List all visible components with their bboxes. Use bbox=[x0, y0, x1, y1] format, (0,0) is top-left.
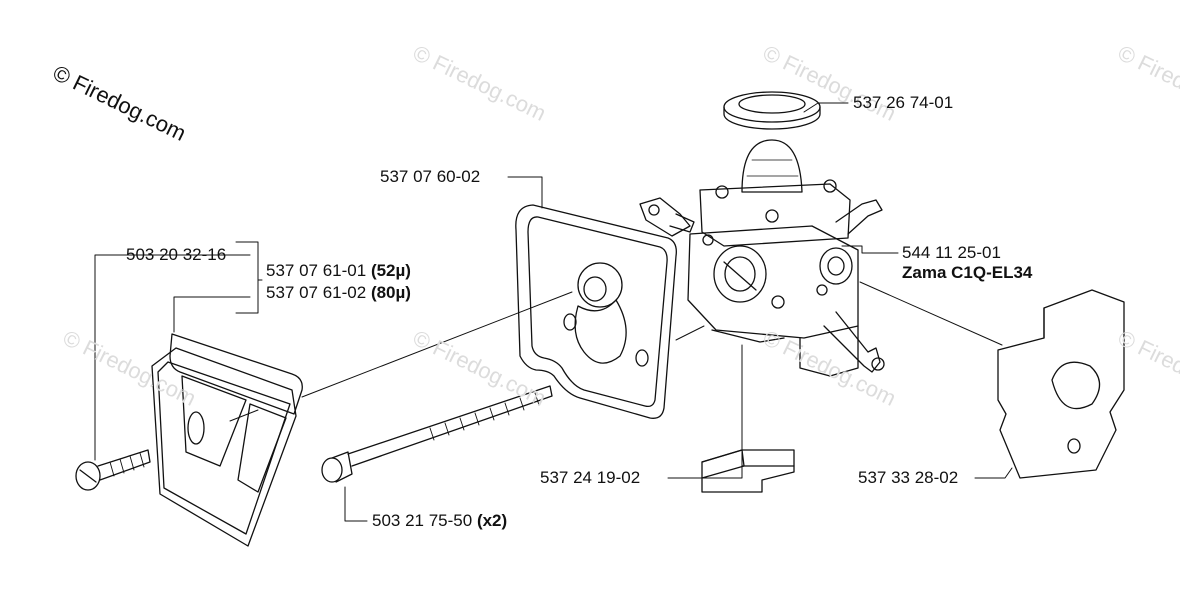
bolt-part bbox=[321, 385, 553, 483]
carburetor-part bbox=[639, 139, 885, 377]
bolt-qty: (x2) bbox=[476, 511, 508, 530]
part-label-filter-b: 537 07 61-02 (80µ) bbox=[266, 283, 411, 303]
filter-a-spec: (52µ) bbox=[370, 261, 411, 280]
spacer-block-part bbox=[701, 449, 795, 493]
part-label-seal-ring: 537 26 74-01 bbox=[853, 93, 954, 112]
part-label-bolt: 503 21 75-50 (x2) bbox=[372, 511, 507, 531]
leader-lines bbox=[94, 102, 1013, 522]
filter-a-number: 537 07 61-01 bbox=[266, 261, 367, 280]
part-label-gasket: 537 07 60-02 bbox=[380, 167, 481, 186]
part-label-carburetor-model: Zama C1Q-EL34 bbox=[902, 263, 1033, 282]
filter-cover-part bbox=[151, 333, 303, 547]
bolt-number: 503 21 75-50 bbox=[372, 511, 473, 530]
part-label-filter-a: 537 07 61-01 (52µ) bbox=[266, 261, 411, 281]
screw-part bbox=[75, 449, 151, 491]
seal-ring-part bbox=[723, 91, 821, 130]
filter-b-number: 537 07 61-02 bbox=[266, 283, 367, 302]
part-label-carburetor: 544 11 25-01 bbox=[902, 243, 1001, 262]
plate-part bbox=[997, 289, 1125, 479]
filter-b-spec: (80µ) bbox=[370, 283, 411, 302]
part-label-screw: 503 20 32-16 bbox=[126, 245, 227, 264]
part-label-spacer-block: 537 24 19-02 bbox=[540, 468, 641, 487]
part-label-plate: 537 33 28-02 bbox=[858, 468, 959, 487]
gasket-part bbox=[515, 204, 677, 419]
